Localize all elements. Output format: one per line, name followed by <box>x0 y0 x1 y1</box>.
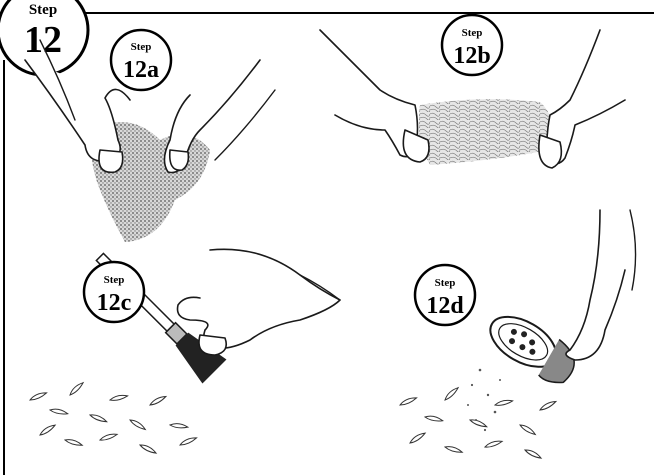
shaker <box>481 307 583 390</box>
step-badge-12b: Step 12b <box>442 15 502 75</box>
step-badge-12c-word: Step <box>104 274 125 286</box>
fiber-sheet <box>419 99 553 165</box>
step-badge-12d-number: 12d <box>426 293 464 319</box>
step-badge-12d-word: Step <box>435 277 456 289</box>
panel-12c-illustration <box>29 245 340 455</box>
step-badge-12d: Step 12d <box>415 265 475 325</box>
panel-12d-illustration <box>399 210 636 460</box>
step-badge-12a: Step 12a <box>111 30 171 90</box>
step-badge-12b-number: 12b <box>453 43 490 69</box>
step-badge-12a-word: Step <box>131 41 152 53</box>
main-step-badge: Step 12 <box>0 0 88 75</box>
step-badge-12c: Step 12c <box>84 262 144 322</box>
step-badge-12c-number: 12c <box>97 290 132 316</box>
main-step-number: 12 <box>24 19 62 61</box>
step-badge-12b-word: Step <box>462 27 483 39</box>
step-badge-12a-number: 12a <box>123 57 159 83</box>
main-step-word: Step <box>29 2 57 18</box>
page-frame <box>4 13 654 475</box>
